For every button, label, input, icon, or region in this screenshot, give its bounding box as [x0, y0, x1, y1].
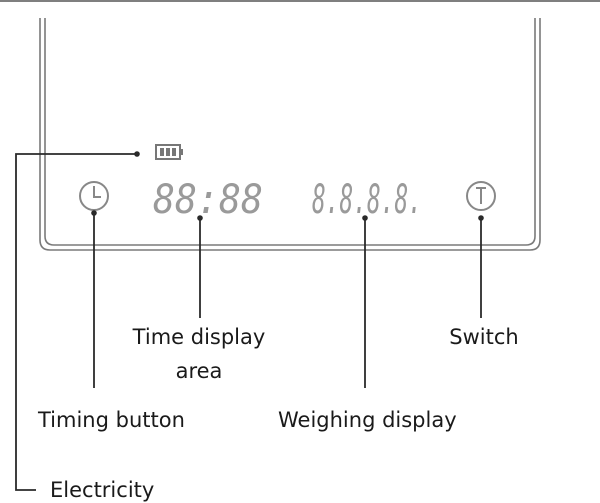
- weighing-display-dot: [362, 215, 368, 221]
- electricity-label: Electricity: [50, 478, 155, 502]
- power-icon: [466, 181, 496, 211]
- time-display-label-line1: Time display: [132, 325, 266, 349]
- time-display-label-line2: area: [175, 359, 223, 383]
- weighing-display-label: Weighing display: [278, 408, 457, 432]
- device-panel: [39, 18, 541, 251]
- weighing-display-digits: 8.8.8.8.: [312, 177, 422, 223]
- switch-label: Switch: [449, 325, 519, 349]
- timing-button-dot: [91, 210, 97, 216]
- switch-dot: [478, 215, 484, 221]
- leader-lines: [15, 153, 482, 491]
- time-display-dot: [197, 215, 203, 221]
- clock-icon: [79, 181, 109, 211]
- battery-icon: [155, 144, 183, 160]
- electricity-dot: [134, 151, 140, 157]
- leader-dots: [91, 151, 484, 221]
- time-display-digits: 88:88: [153, 177, 263, 223]
- timing-button-label: Timing button: [38, 408, 185, 432]
